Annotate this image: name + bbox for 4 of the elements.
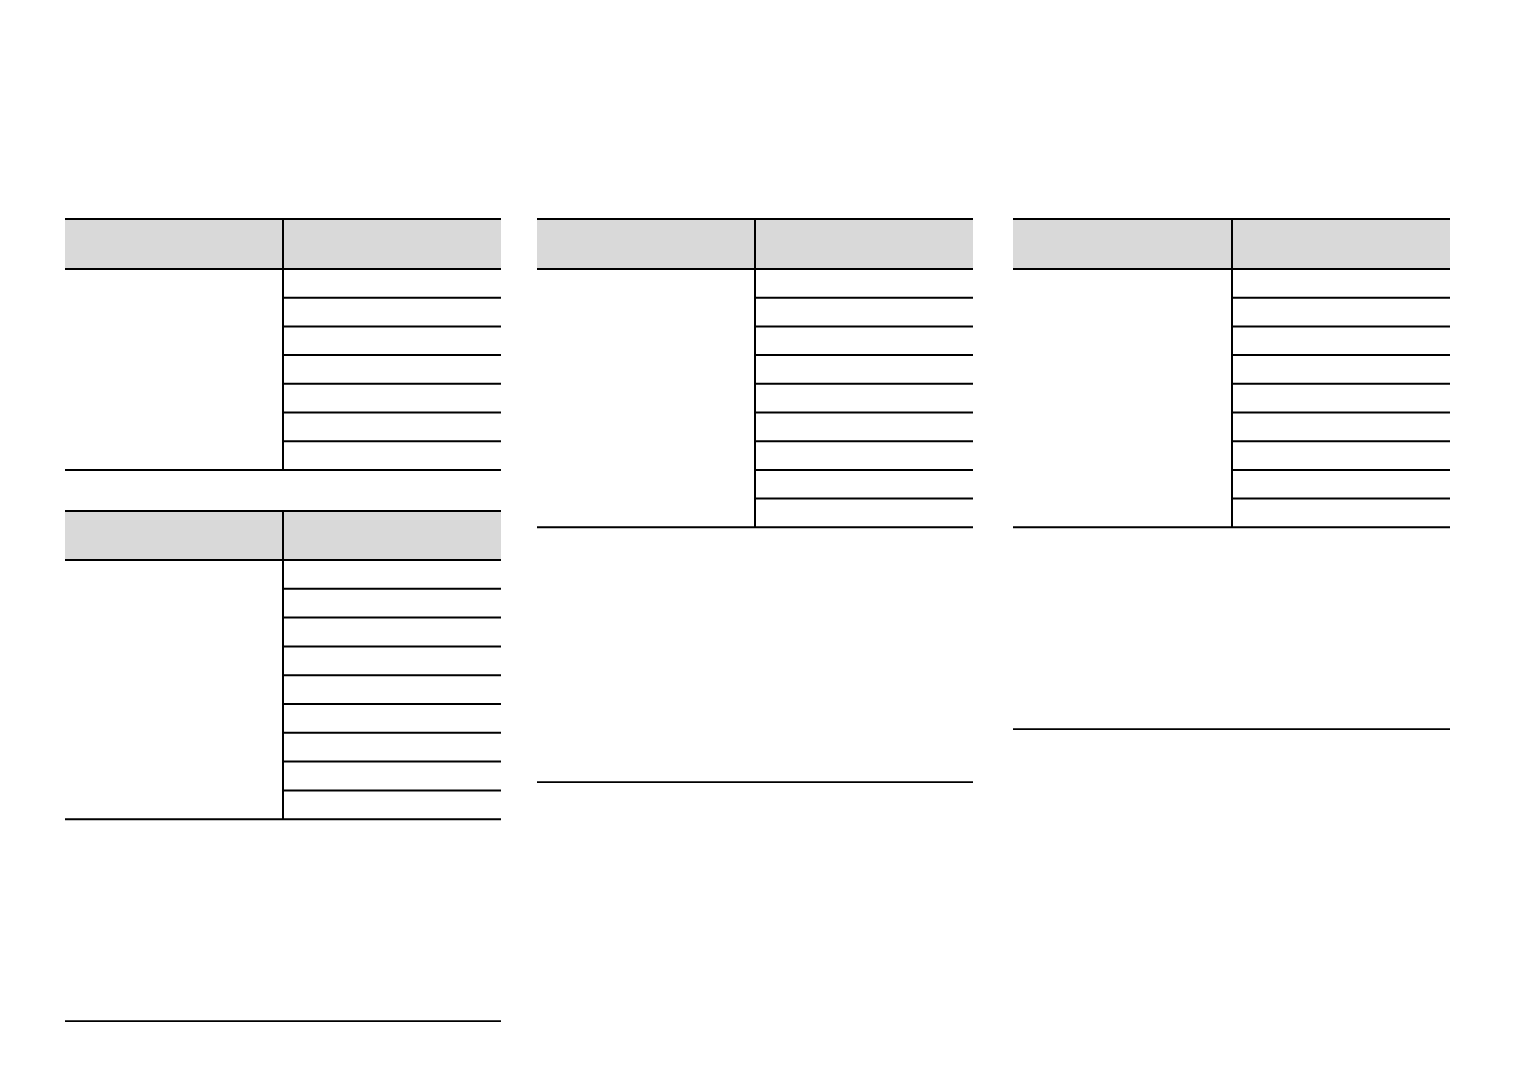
empty-table bbox=[65, 218, 501, 471]
empty-table bbox=[537, 218, 973, 784]
empty-table bbox=[1013, 218, 1450, 731]
empty-table bbox=[65, 510, 501, 1023]
